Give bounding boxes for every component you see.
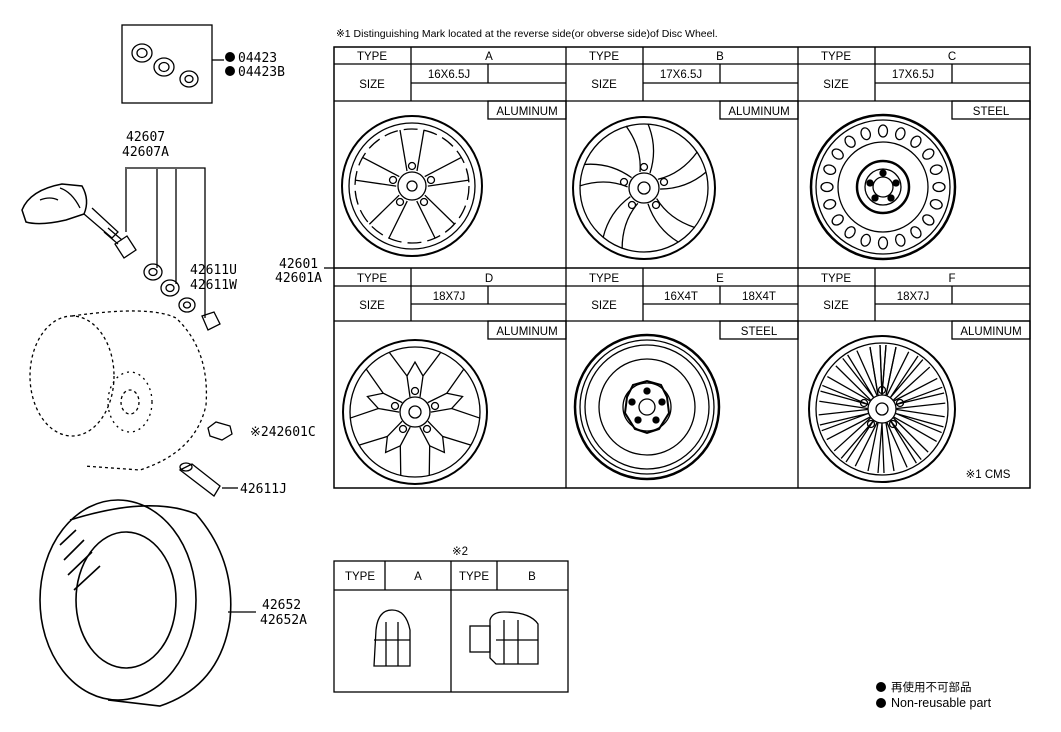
material-c: STEEL xyxy=(973,106,1010,118)
tpms-sensor-icon xyxy=(21,183,123,245)
header-note: ※1 Distinguishing Mark located at the re… xyxy=(336,28,718,40)
cms-note: ※1 CMS xyxy=(966,469,1011,481)
nut-type-value-b: B xyxy=(528,571,536,583)
type-value-e: E xyxy=(716,273,724,285)
nut-type-label-b: TYPE xyxy=(459,571,489,583)
material-a: ALUMINUM xyxy=(496,106,557,118)
size-value-a: 16X6.5J xyxy=(428,69,470,81)
part-number-42601a: 42601A xyxy=(275,271,322,286)
material-f: ALUMINUM xyxy=(960,326,1021,338)
size-label-e: SIZE xyxy=(591,300,617,312)
nut-type-label-a: TYPE xyxy=(345,571,375,583)
sensor-nut-icon xyxy=(178,297,196,313)
type-value-b: B xyxy=(716,51,724,63)
part-number-42607a: 42607A xyxy=(122,145,169,160)
size-label-b: SIZE xyxy=(591,79,617,91)
type-value-f: F xyxy=(948,273,955,285)
type-label-c: TYPE xyxy=(821,51,851,63)
nut-type-value-a: A xyxy=(414,571,422,583)
part-number-42611w: 42611W xyxy=(190,278,237,293)
legend-english: Non-reusable part xyxy=(891,696,992,710)
type-label-a: TYPE xyxy=(357,51,387,63)
flanged-nut-icon xyxy=(469,611,539,665)
size-value-f: 18X7J xyxy=(897,291,930,303)
size-value-c: 17X6.5J xyxy=(892,69,934,81)
hub-nut-icon xyxy=(207,421,233,441)
filled-dot-icon xyxy=(225,52,235,62)
alloy-wheel-y-spoke-icon xyxy=(342,339,488,485)
part-number-42601: 42601 xyxy=(279,257,318,272)
valve-cap-icon xyxy=(131,43,153,63)
acorn-nut-icon xyxy=(373,609,411,667)
material-e: STEEL xyxy=(741,326,778,338)
nut-table-marker: ※2 xyxy=(452,546,468,558)
spare-wheel-icon xyxy=(573,333,721,481)
material-b: ALUMINUM xyxy=(728,106,789,118)
part-number-42652: 42652 xyxy=(262,598,301,613)
size-label-c: SIZE xyxy=(823,79,849,91)
part-number-04423b: 04423B xyxy=(238,65,285,80)
type-label-e: TYPE xyxy=(589,273,619,285)
part-number-42607: 42607 xyxy=(126,130,165,145)
wheel-outline-icon xyxy=(29,310,208,471)
valve-nut-icon xyxy=(179,70,199,88)
steel-wheel-icon xyxy=(809,113,957,261)
type-label-f: TYPE xyxy=(821,273,851,285)
part-number-42611j: 42611J xyxy=(240,482,287,497)
alloy-wheel-5-spoke-icon xyxy=(341,115,483,257)
size-label-f: SIZE xyxy=(823,300,849,312)
material-d: ALUMINUM xyxy=(496,326,557,338)
size-value-b: 17X6.5J xyxy=(660,69,702,81)
valve-stem-icon xyxy=(178,462,221,497)
alloy-wheel-10-spoke-icon xyxy=(572,116,716,260)
wheel-type-table xyxy=(333,46,1031,489)
size-value-e: 16X4T xyxy=(664,291,698,303)
valve-cap-group xyxy=(121,24,224,104)
tire-icon xyxy=(39,499,232,707)
grommet-icon xyxy=(143,263,163,281)
alloy-wheel-multi-spoke-icon xyxy=(808,335,956,483)
part-number-42601c: ※242601C xyxy=(250,425,316,440)
sensor-cap-icon xyxy=(201,311,221,331)
part-number-42611u: 42611U xyxy=(190,263,237,278)
size-value-d: 18X7J xyxy=(433,291,466,303)
valve-core-part-icon xyxy=(114,235,137,259)
type-value-d: D xyxy=(485,273,493,285)
type-value-c: C xyxy=(948,51,956,63)
filled-dot-icon xyxy=(876,682,886,692)
legend-japanese: 再使用不可部品 xyxy=(891,680,972,694)
part-number-42652a: 42652A xyxy=(260,613,307,628)
size-label-a: SIZE xyxy=(359,79,385,91)
filled-dot-icon xyxy=(876,698,886,708)
nut-type-table xyxy=(333,560,569,693)
type-value-a: A xyxy=(485,51,493,63)
valve-core-icon xyxy=(153,57,175,77)
part-number-04423: 04423 xyxy=(238,51,277,66)
size-label-d: SIZE xyxy=(359,300,385,312)
size-value-e-2: 18X4T xyxy=(742,291,776,303)
type-label-b: TYPE xyxy=(589,51,619,63)
filled-dot-icon xyxy=(225,66,235,76)
washer-icon xyxy=(160,279,180,297)
type-label-d: TYPE xyxy=(357,273,387,285)
